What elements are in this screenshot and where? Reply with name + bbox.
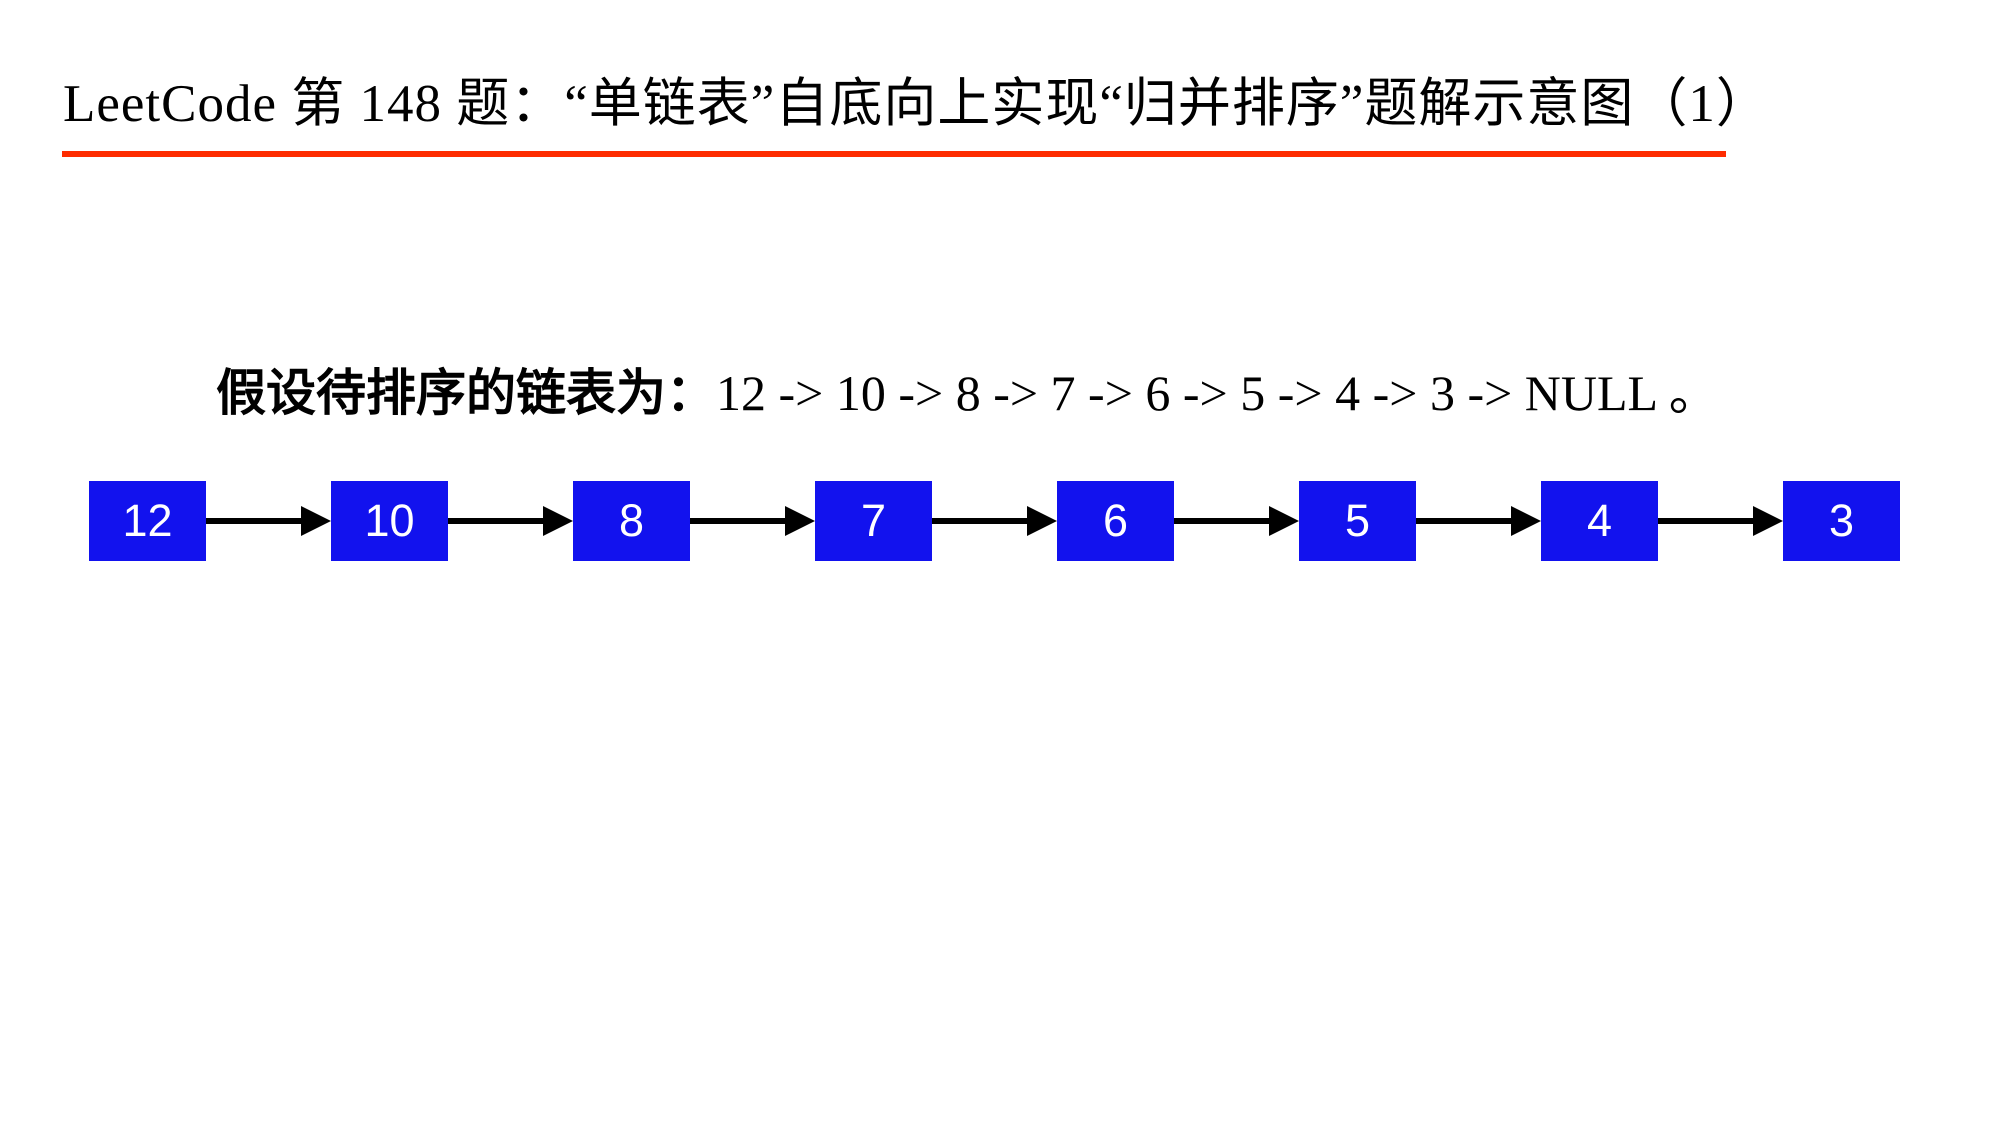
arrow-line <box>1174 518 1273 524</box>
list-node: 12 <box>89 481 206 561</box>
arrow-head-icon <box>1511 506 1541 536</box>
caption: 假设待排序的链表为：12 -> 10 -> 8 -> 7 -> 6 -> 5 -… <box>216 362 1719 424</box>
arrow-connector <box>448 481 573 561</box>
arrow-connector <box>690 481 815 561</box>
arrow-head-icon <box>1269 506 1299 536</box>
list-node: 7 <box>815 481 932 561</box>
arrow-line <box>448 518 547 524</box>
linked-list: 12 10 8 7 6 5 4 3 <box>89 481 1900 561</box>
arrow-line <box>206 518 305 524</box>
list-node: 6 <box>1057 481 1174 561</box>
caption-prefix: 假设待排序的链表为： <box>216 365 716 421</box>
arrow-line <box>1658 518 1757 524</box>
arrow-connector <box>1658 481 1783 561</box>
arrow-head-icon <box>543 506 573 536</box>
arrow-connector <box>206 481 331 561</box>
list-node: 8 <box>573 481 690 561</box>
list-node: 3 <box>1783 481 1900 561</box>
arrow-line <box>1416 518 1515 524</box>
page-title: LeetCode 第 148 题：“单链表”自底向上实现“归并排序”题解示意图（… <box>63 75 1770 133</box>
arrow-connector <box>932 481 1057 561</box>
arrow-head-icon <box>301 506 331 536</box>
arrow-connector <box>1174 481 1299 561</box>
title-underline <box>62 151 1726 157</box>
arrow-line <box>932 518 1031 524</box>
list-node: 5 <box>1299 481 1416 561</box>
arrow-connector <box>1416 481 1541 561</box>
list-node: 10 <box>331 481 448 561</box>
arrow-head-icon <box>1027 506 1057 536</box>
arrow-head-icon <box>1753 506 1783 536</box>
list-node: 4 <box>1541 481 1658 561</box>
arrow-head-icon <box>785 506 815 536</box>
arrow-line <box>690 518 789 524</box>
caption-sequence: 12 -> 10 -> 8 -> 7 -> 6 -> 5 -> 4 -> 3 -… <box>716 365 1719 421</box>
